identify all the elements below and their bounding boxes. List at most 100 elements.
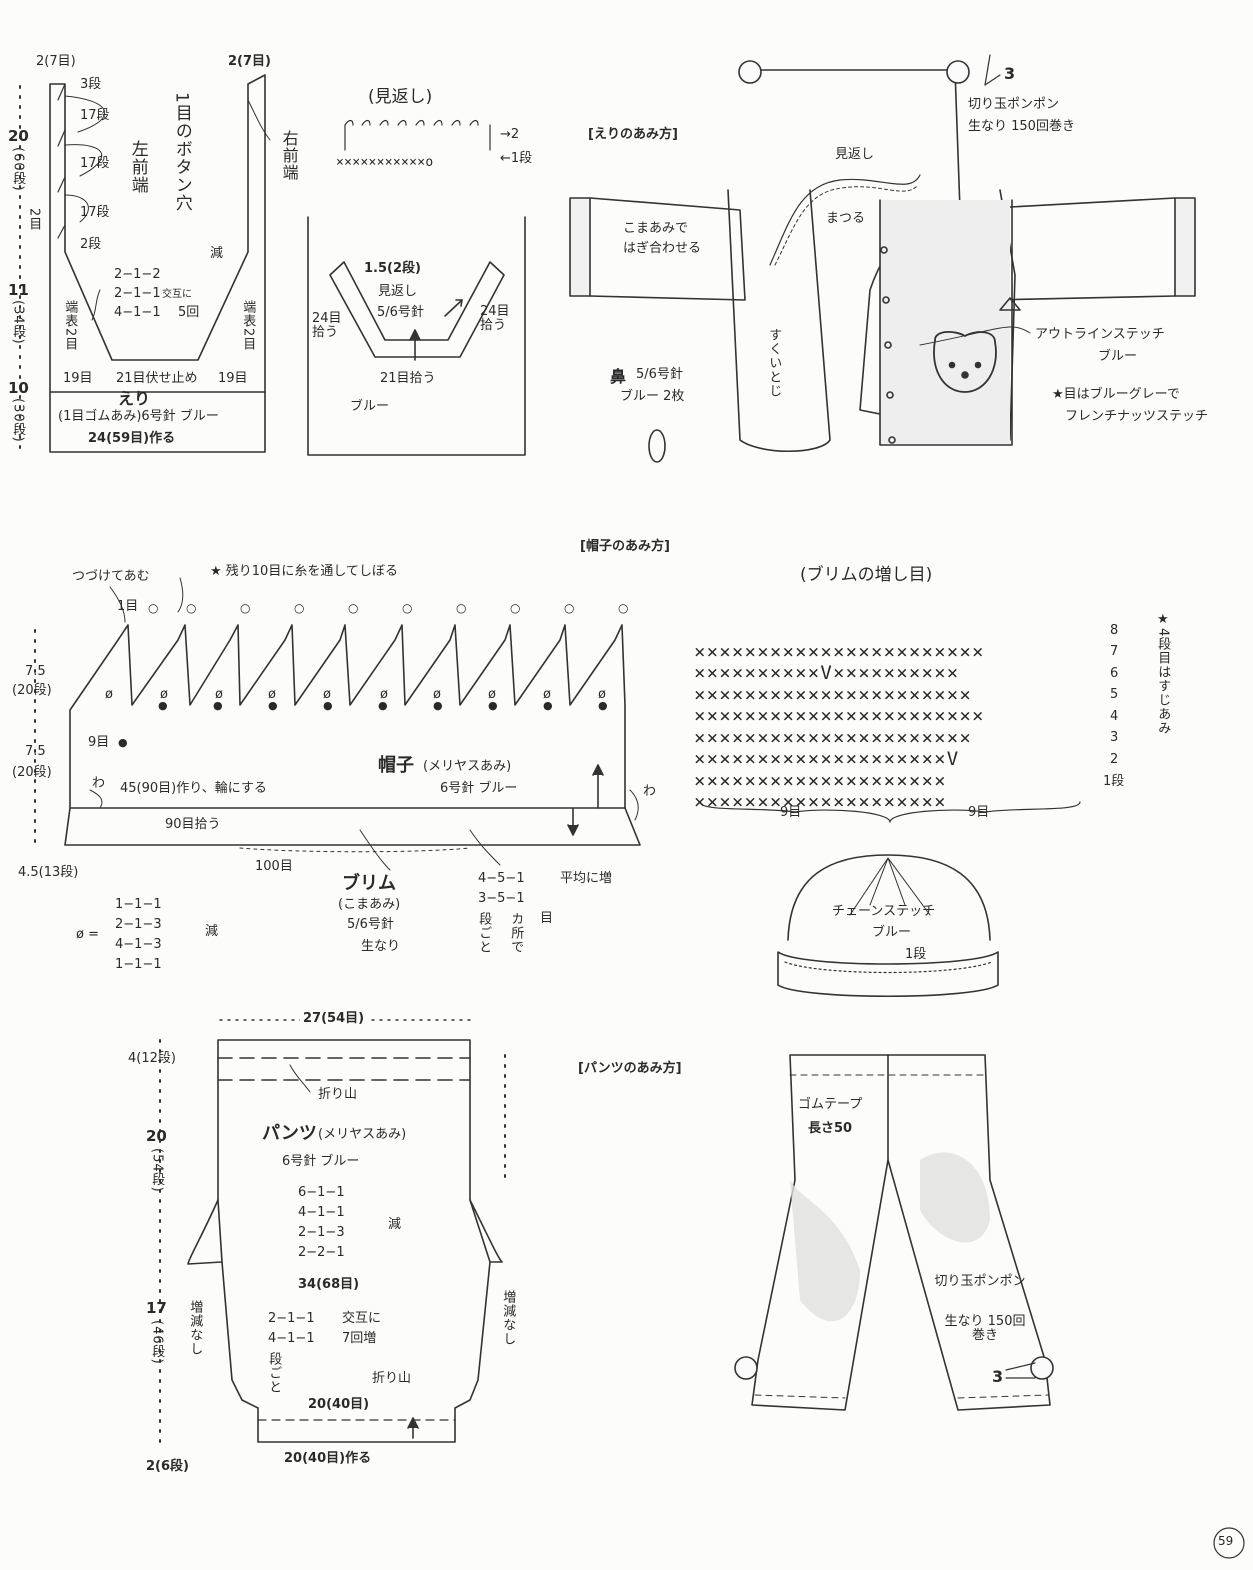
join-a: こまあみで <box>623 221 689 236</box>
dec-c: 4−1−1 <box>114 305 161 320</box>
nose-label: 鼻 <box>610 367 627 386</box>
dot-marker: ● <box>323 699 333 712</box>
row-num-4: 4 <box>1110 709 1119 724</box>
hat-dec2: 2−1−3 <box>115 917 162 932</box>
page-number-circle <box>1213 1527 1245 1559</box>
brim-stitch: (こまあみ) <box>338 897 401 912</box>
hat-dec1: 1−1−1 <box>115 897 162 912</box>
facing-chart <box>307 119 526 456</box>
ring-marker: ○ <box>510 601 521 615</box>
pants-d17: 17 <box>146 1299 167 1317</box>
d75b: 7.5 <box>25 744 46 759</box>
facing-pick-center: 21目拾う <box>380 371 436 386</box>
pants-dec4: 2−2−1 <box>298 1245 345 1260</box>
facing-dim: 1.5(2段) <box>364 261 421 276</box>
d20b: (20段) <box>12 765 52 780</box>
edge-purl-left: 端表2目 <box>62 300 78 352</box>
dec-b: 2−1−1 <box>114 286 161 301</box>
dim-30: (30段) <box>10 398 26 443</box>
facing-row2: →2 <box>500 127 520 142</box>
pants-needle: 6号針 ブルー <box>282 1154 360 1169</box>
stitch-1: 1目 <box>117 599 139 614</box>
pants-w27: 27(54目) <box>300 1011 368 1027</box>
phi-label: ø = <box>76 927 99 942</box>
facing-color: ブルー <box>350 399 390 414</box>
brim-inc-braces <box>699 801 1081 823</box>
dim-10: 10 <box>8 379 29 397</box>
dot-marker: ● <box>433 699 443 712</box>
pants-alt: 交互に <box>342 1311 382 1326</box>
dim-34: (34段) <box>10 300 26 345</box>
seg-marker: ø <box>160 687 168 702</box>
d75a: 7.5 <box>25 664 46 679</box>
chain-a: チェーンステッチ <box>832 904 936 919</box>
chain-b: ブルー <box>872 925 912 940</box>
chain-row: 1段 <box>905 947 927 962</box>
seg-marker: ø <box>105 687 113 702</box>
row-num-8: 8 <box>1110 623 1119 638</box>
outline-a: アウトラインステッチ <box>1035 327 1165 342</box>
row-num-6: 6 <box>1110 666 1119 681</box>
slip-stitch: すくいとじ <box>766 328 782 398</box>
ring-marker: ○ <box>240 601 251 615</box>
seg-marker: ø <box>433 687 441 702</box>
edge-purl-right: 端表2目 <box>240 300 256 352</box>
seg-marker: ø <box>215 687 223 702</box>
row-num-1: 1段 <box>1103 774 1125 789</box>
grid-row-2: ×××××××××××××××××××× <box>694 769 947 792</box>
dim-20: 20 <box>8 127 29 145</box>
facing-title: (見返し) <box>368 87 433 107</box>
collar-spec: (1目ゴムあみ)6号針 ブルー <box>58 409 219 424</box>
dot-marker: ● <box>598 699 608 712</box>
pants-drawing <box>734 1054 1054 1411</box>
hat-dec3: 4−1−3 <box>115 937 162 952</box>
pants-times7: 7回増 <box>342 1331 377 1346</box>
pants-inc2: 4−1−1 <box>268 1331 315 1346</box>
ring-marker: ○ <box>148 601 159 615</box>
outline-b: ブルー <box>1098 349 1138 364</box>
grid-row-8: ××××××××××××××××××××××× <box>694 640 985 663</box>
hat-cast-on: 45(90目)作り、輪にする <box>120 781 267 796</box>
brim-note: ★4段目はすじあみ <box>1155 612 1171 736</box>
hat-name: 帽子 <box>378 755 414 776</box>
pants-d2: 2(6段) <box>146 1459 189 1474</box>
ring-marker: ○ <box>294 601 305 615</box>
seg-marker: ø <box>598 687 606 702</box>
pants-d20: 20 <box>146 1127 167 1145</box>
row-num-5: 5 <box>1110 687 1119 702</box>
times5-label: 5回 <box>178 305 200 320</box>
seg-marker: ø <box>268 687 276 702</box>
front-rows-3: 3段 <box>80 77 102 92</box>
places: カ所で <box>508 912 524 954</box>
pants-dec3: 2−1−3 <box>298 1225 345 1240</box>
grid-row-7: ××××××××××V×××××××××× <box>694 662 960 684</box>
pants-pompom-spec: 生なり 150回巻き <box>944 1314 1026 1344</box>
stitch-9: 9目 <box>88 735 110 750</box>
ring-marker: ○ <box>456 601 467 615</box>
front-cast-on: 24(59目)作る <box>88 431 176 446</box>
dot-marker: ● <box>158 699 168 712</box>
pants-pompom: 切り玉ポンポン <box>934 1274 1026 1289</box>
inc-c: 目 <box>540 911 554 926</box>
eyes-b: フレンチナッツステッチ <box>1065 409 1209 424</box>
front-left-edge: 左前端 <box>127 140 148 194</box>
front-piece-chart <box>19 74 271 453</box>
gather-label: ★ 残り10目に糸を通してしぼる <box>210 564 398 579</box>
dim-2: 2目 <box>26 208 42 232</box>
dot-marker: ● <box>488 699 498 712</box>
dim-60: (60段) <box>10 147 26 192</box>
inc-a: 4−5−1 <box>478 871 525 886</box>
dec-a: 2−1−2 <box>114 267 161 282</box>
d45: 4.5(13段) <box>18 865 79 880</box>
eyes-a: ★目はブルーグレーで <box>1052 387 1180 402</box>
brim-label: ブリム <box>342 873 396 894</box>
row-num-2: 2 <box>1110 752 1119 767</box>
d20a: (20段) <box>12 683 52 698</box>
brim-9b: 9目 <box>968 805 990 820</box>
front-rows-17c: 17段 <box>80 205 110 220</box>
front-top-right: 2(7目) <box>228 54 271 69</box>
hat-100: 100目 <box>255 859 293 874</box>
pompom-spec: 生なり 150回巻き <box>968 119 1075 134</box>
brim-9a: 9目 <box>780 805 802 820</box>
